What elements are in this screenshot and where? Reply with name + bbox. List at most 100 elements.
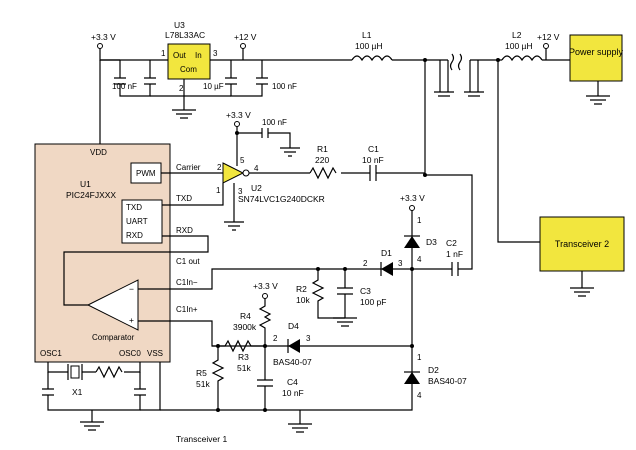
r2-val: 10k — [296, 295, 310, 305]
rail-3v3-top-terminal — [97, 43, 103, 49]
r1-resistor — [309, 166, 337, 180]
osc-resistor — [95, 365, 123, 379]
u3-pin1: 1 — [161, 49, 166, 58]
u3-com-label: Com — [180, 65, 197, 74]
r5-val: 51k — [196, 379, 210, 389]
d2-part: BAS40-07 — [428, 376, 467, 386]
l1-inductor — [351, 55, 393, 62]
c1out-label: C1 out — [176, 257, 200, 266]
osc1-label: OSC1 — [40, 349, 62, 358]
node-l1 — [423, 58, 427, 62]
uart-label: UART — [126, 217, 148, 226]
d4-pin3: 3 — [306, 334, 311, 343]
ground-symbol-ps — [586, 95, 610, 105]
rail-3v3-top: +3.3 V — [91, 32, 116, 42]
txd-wire — [162, 183, 224, 206]
c1inm-wire — [138, 268, 370, 290]
line-break-mark — [449, 53, 463, 71]
r4-val: 3900k — [233, 322, 257, 332]
u2-pin2: 2 — [217, 163, 222, 172]
cap-10u-label: 10 µF — [203, 82, 224, 91]
rail-3v3-d3: +3.3 V — [400, 193, 425, 203]
r5-ref: R5 — [196, 368, 207, 378]
d2-pin1: 1 — [417, 353, 422, 362]
d1-ref: D1 — [381, 248, 392, 258]
rail-12v-b: +12 V — [537, 32, 560, 42]
u3-ref: U3 — [174, 20, 185, 30]
osc-cap-plates — [42, 388, 146, 396]
r4-ref: R4 — [240, 311, 251, 321]
d3-pin4: 4 — [417, 255, 422, 264]
r4-resistor — [258, 298, 272, 346]
transceiver-2-box — [539, 216, 625, 272]
l1-val: 100 µH — [355, 41, 383, 51]
c3-capacitor — [337, 269, 353, 318]
d4-pin2: 2 — [273, 334, 278, 343]
node-d2 — [410, 344, 414, 348]
u1-part: PIC24FJXXX — [66, 190, 116, 200]
l1-ref: L1 — [362, 30, 372, 40]
u3-pin2: 2 — [179, 84, 184, 93]
d3-pin1: 1 — [417, 216, 422, 225]
node-gnd-c4 — [263, 408, 267, 412]
d1-diode — [381, 262, 393, 276]
u3-pin3: 3 — [213, 49, 218, 58]
cap-u2-plates — [261, 128, 269, 138]
r2-resistor — [311, 269, 345, 319]
d2-gnd-wire — [160, 350, 413, 411]
rail-3v3-u2-terminal — [234, 121, 240, 127]
uart-txd: TXD — [126, 203, 142, 212]
u3-part: L78L33AC — [165, 30, 205, 40]
osc-cap-leads — [47, 372, 141, 389]
u2-pin1: 1 — [216, 186, 221, 195]
transceiver-1-label: Transceiver 1 — [176, 434, 227, 444]
c2-feed-wire — [425, 174, 473, 270]
d3-ref: D3 — [426, 237, 437, 247]
ground-symbol-t2 — [570, 287, 594, 297]
d4-part: BAS40-07 — [273, 357, 312, 367]
u2-power-wires — [233, 132, 262, 222]
u3-out-label: Out — [173, 51, 187, 60]
power-supply-box — [569, 34, 623, 82]
ground-symbol-u2cap — [280, 147, 300, 157]
ground-symbol-c3 — [333, 317, 357, 327]
d2-pin4: 4 — [417, 391, 422, 400]
comparator-label: Comparator — [92, 333, 135, 342]
power-supply-label: Power supply — [569, 47, 624, 57]
r5-resistor — [211, 346, 225, 410]
d4-ref: D4 — [288, 321, 299, 331]
power-supply-text: Power supply — [569, 47, 624, 57]
c2-ref: C2 — [446, 238, 457, 248]
osc-gnd-wire — [47, 395, 141, 411]
l2-inductor — [501, 55, 543, 62]
ground-symbol-u3 — [172, 109, 196, 119]
r3-val: 51k — [237, 363, 251, 373]
comparator — [86, 279, 139, 331]
cap-100n-b-label: 100 nF — [272, 82, 297, 91]
cap-u2-gnd-wire — [268, 132, 291, 148]
ground-symbol-u2 — [224, 221, 244, 231]
c1inm-label: C1In− — [176, 278, 198, 287]
d1-pin3: 3 — [398, 259, 403, 268]
c2-capacitor — [451, 262, 459, 276]
r3-ref: R3 — [238, 352, 249, 362]
node-gnd-r5 — [216, 408, 220, 412]
cap-100n-u2-label: 100 nF — [262, 118, 287, 127]
rail-12v-a: +12 V — [234, 32, 257, 42]
carrier-label: Carrier — [176, 163, 201, 172]
u2-part: SN74LVC1G240DCKR — [238, 194, 325, 204]
vss-wire — [140, 362, 161, 411]
r3-resistor — [212, 339, 265, 353]
node-t2 — [496, 58, 500, 62]
c1-ref: C1 — [368, 144, 379, 154]
l2-val: 100 µH — [505, 41, 533, 51]
crystal-label: X1 — [72, 387, 83, 397]
ground-symbol-line-a — [434, 91, 454, 97]
d2-ref: D2 — [428, 365, 439, 375]
u2-ref: U2 — [251, 183, 262, 193]
rxd-loop-wire — [63, 235, 209, 306]
osc-wiring — [47, 362, 141, 373]
u2-inverter-bubble — [242, 169, 250, 177]
u2-pin5: 5 — [240, 156, 245, 165]
